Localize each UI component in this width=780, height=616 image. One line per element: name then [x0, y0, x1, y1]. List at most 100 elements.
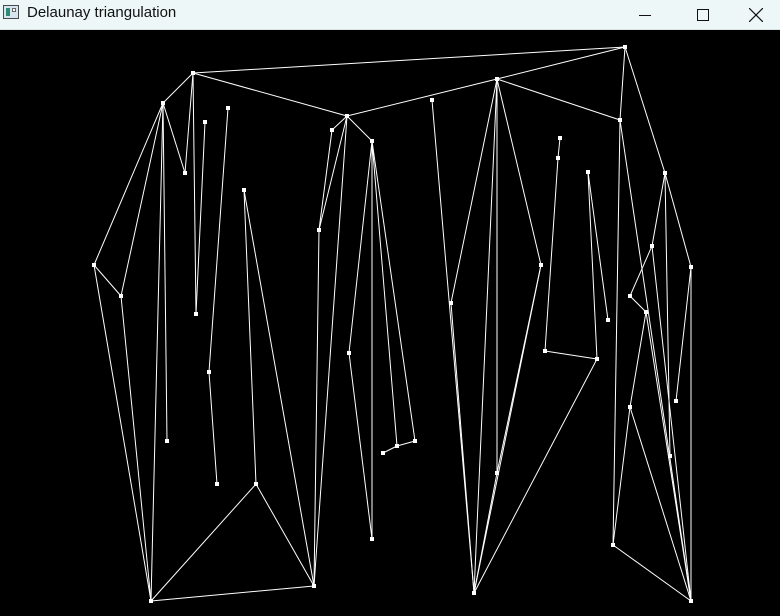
triangle-edge: [162, 102, 168, 442]
triangle-edge: [318, 129, 333, 231]
vertex-point: [618, 118, 622, 122]
vertex-point: [628, 405, 632, 409]
vertex-point: [611, 543, 615, 547]
vertex-point: [149, 599, 153, 603]
maximize-button[interactable]: [674, 0, 732, 30]
triangle-edge: [496, 46, 626, 80]
triangle-edge: [664, 172, 671, 457]
vertex-point: [556, 156, 560, 160]
triangle-edge: [544, 350, 598, 360]
vertex-point: [254, 482, 258, 486]
maximize-icon: [697, 9, 709, 21]
vertex-point: [165, 439, 169, 443]
triangle-edge: [587, 171, 598, 360]
vertex-point: [161, 101, 165, 105]
triangle-edge: [348, 140, 373, 354]
triangle-edge: [612, 544, 692, 602]
triangle-edge: [544, 157, 559, 352]
triangle-edge: [346, 115, 373, 142]
vertex-point: [203, 120, 207, 124]
vertex-point: [495, 77, 499, 81]
vertex-point: [628, 294, 632, 298]
vertex-point: [312, 584, 316, 588]
triangle-edge: [184, 72, 194, 174]
triangle-edge: [450, 78, 498, 304]
vertex-point: [242, 188, 246, 192]
triangle-edge: [318, 115, 348, 231]
vertex-point: [395, 444, 399, 448]
triangle-edge: [619, 119, 692, 602]
triangle-edge: [120, 102, 164, 297]
triangle-edge: [612, 119, 621, 546]
vertex-point: [543, 349, 547, 353]
vertex-point: [207, 370, 211, 374]
minimize-button[interactable]: [616, 0, 674, 30]
close-button[interactable]: [732, 0, 780, 30]
triangle-edge: [150, 585, 315, 602]
triangle-edge: [192, 72, 197, 315]
triangle-edge: [629, 295, 647, 313]
vertex-point: [689, 599, 693, 603]
vertex-point: [449, 301, 453, 305]
triangle-edge: [450, 302, 475, 594]
vertex-point: [330, 128, 334, 132]
vertex-point: [430, 98, 434, 102]
triangle-edge: [150, 102, 164, 602]
window-title: Delaunay triangulation: [27, 4, 177, 21]
triangle-edge: [150, 483, 257, 602]
vertex-point: [558, 136, 562, 140]
triangle-edge: [162, 102, 186, 174]
triangle-edge: [313, 115, 348, 587]
title-bar[interactable]: Delaunay triangulation: [0, 0, 780, 30]
triangle-edge: [313, 229, 320, 587]
vertex-point: [689, 265, 693, 269]
triangle-edge: [371, 140, 416, 442]
vertex-point: [668, 454, 672, 458]
vertex-point: [226, 106, 230, 110]
triangle-edge: [208, 107, 229, 373]
vertex-point: [370, 139, 374, 143]
vertex-point: [606, 318, 610, 322]
vertex-point: [215, 482, 219, 486]
triangle-edge: [192, 72, 348, 117]
vertex-point: [381, 451, 385, 455]
vertex-point: [650, 244, 654, 248]
triangle-edge: [195, 121, 206, 315]
triangle-edge: [348, 352, 373, 540]
vertex-point: [472, 591, 476, 595]
triangle-edge: [675, 266, 692, 402]
triangle-edge: [664, 172, 692, 268]
triangle-edge: [192, 46, 626, 74]
triangle-edge: [396, 440, 416, 447]
vertex-point: [495, 471, 499, 475]
vertex-point: [183, 171, 187, 175]
triangle-edge: [496, 264, 542, 474]
triangle-edge: [624, 46, 666, 174]
triangle-edge: [496, 78, 542, 266]
vertex-point: [539, 263, 543, 267]
vertex-point: [194, 312, 198, 316]
triangle-edge: [93, 102, 164, 266]
triangle-edge: [629, 311, 647, 408]
vertex-point: [92, 263, 96, 267]
triangle-edge: [587, 171, 609, 321]
vertex-point: [191, 71, 195, 75]
triangle-edge: [243, 189, 315, 587]
vertex-point: [674, 399, 678, 403]
triangle-edge: [473, 78, 498, 594]
vertex-point: [586, 170, 590, 174]
vertex-point: [644, 310, 648, 314]
minimize-icon: [639, 15, 651, 16]
triangle-edge: [651, 172, 666, 247]
triangle-edge: [557, 137, 561, 159]
triangle-edge: [473, 358, 598, 594]
triangle-edge: [371, 140, 398, 447]
vertex-point: [623, 45, 627, 49]
triangulation-drawing: [92, 45, 693, 603]
triangle-edge: [162, 72, 194, 104]
triangulation-canvas[interactable]: [0, 30, 780, 616]
triangle-edge: [619, 46, 626, 121]
vertex-point: [370, 537, 374, 541]
vertex-point: [345, 114, 349, 118]
